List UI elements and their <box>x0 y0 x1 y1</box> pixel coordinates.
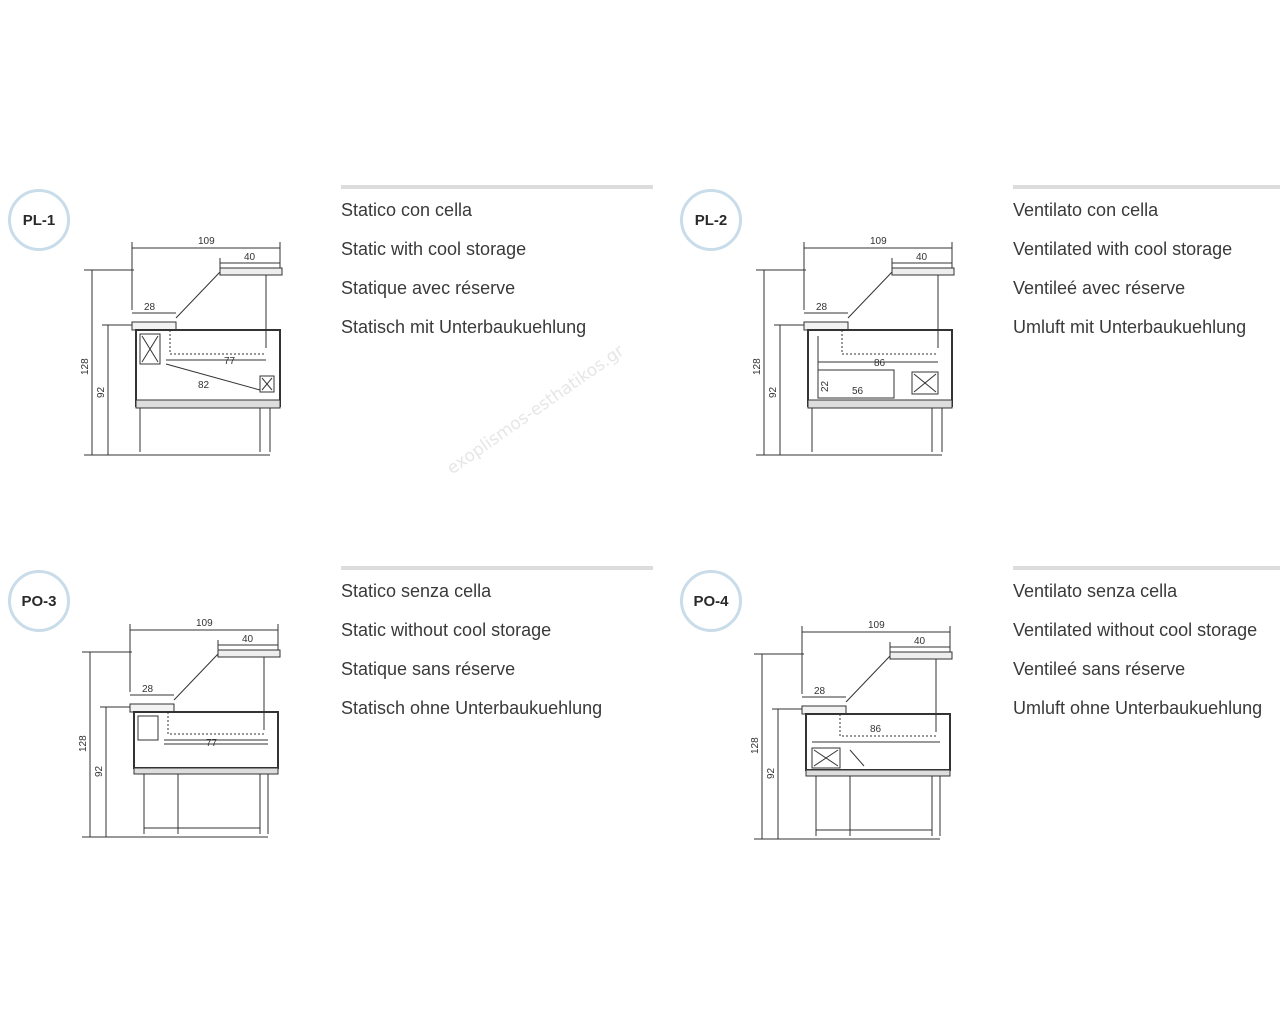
panel-pl1-dim-top: 40 <box>244 252 256 263</box>
panel-pl1-desc-it: Statico con cella <box>341 200 473 220</box>
panel-pl2-dim-height: 128 <box>752 358 763 375</box>
panel-po4-dim-height: 128 <box>750 737 761 754</box>
panel-po4-desc-it: Ventilato senza cella <box>1013 581 1178 601</box>
panel-pl1-code-badge: PL-1 <box>8 189 70 251</box>
panel-po3-desc-en: Static without cool storage <box>341 620 552 640</box>
panel-po3-dim-inner: 77 <box>206 738 218 749</box>
panel-po3-description: Statico senza cella Static without cool … <box>341 566 653 736</box>
panel-pl2-dim-drawer-h: 22 <box>820 380 831 392</box>
panel-pl2-dim-shelf: 28 <box>816 302 828 313</box>
panel-pl2-dim-counter: 92 <box>768 386 779 398</box>
panel-po4-dim-shelf: 28 <box>814 686 826 697</box>
panel-pl2-description: Ventilato con cella Ventilated with cool… <box>1013 185 1280 355</box>
panel-pl1-dim-height: 128 <box>80 358 91 375</box>
panel-pl2-dim-inner: 86 <box>874 358 886 369</box>
panel-pl1-rule <box>341 185 653 189</box>
panel-pl2-section-drawing: 109 40 28 86 56 22 128 92 <box>752 236 955 456</box>
panel-pl1-code: PL-1 <box>22 211 56 229</box>
panel-po3-dim-top: 40 <box>242 634 254 645</box>
panel-po4-desc-en: Ventilated without cool storage <box>1013 620 1258 640</box>
panel-pl2-dim-top: 40 <box>916 252 928 263</box>
panel-pl1-dim-counter: 92 <box>96 386 107 398</box>
panel-pl2-desc-it: Ventilato con cella <box>1013 200 1159 220</box>
panel-po3-dim-shelf: 28 <box>142 684 154 695</box>
panel-po3-section-drawing: 109 40 28 77 128 92 <box>78 618 281 838</box>
panel-pl2-desc-en: Ventilated with cool storage <box>1013 239 1233 259</box>
panel-po3-desc-de: Statisch ohne Unterbaukuehlung <box>341 698 603 718</box>
panel-pl2-rule <box>1013 185 1280 189</box>
panel-po3-dim-counter: 92 <box>94 765 105 777</box>
panel-pl1-description: Statico con cella Static with cool stora… <box>341 185 653 355</box>
panel-pl2-dim-drawer-w: 56 <box>852 386 864 397</box>
panel-po4-dim-width: 109 <box>868 620 885 631</box>
panel-pl1-desc-fr: Statique avec réserve <box>341 278 516 298</box>
panel-po4-dim-counter: 92 <box>766 767 777 779</box>
panel-pl1-dim-base: 82 <box>198 380 210 391</box>
panel-po4-dim-inner: 86 <box>870 724 882 735</box>
panel-pl2-desc-de: Umluft mit Unterbaukuehlung <box>1013 317 1247 337</box>
panel-po4-desc-de: Umluft ohne Unterbaukuehlung <box>1013 698 1263 718</box>
panel-po4-code: PO-4 <box>693 592 729 610</box>
panel-pl2-code: PL-2 <box>694 211 728 229</box>
panel-pl2-desc-fr: Ventileé avec réserve <box>1013 278 1186 298</box>
panel-pl1-section-drawing: 109 40 28 77 82 128 92 <box>80 236 283 456</box>
panel-po3-desc-fr: Statique sans réserve <box>341 659 516 679</box>
panel-po4-dim-top: 40 <box>914 636 926 647</box>
panel-po3-dim-height: 128 <box>78 735 89 752</box>
panel-po3-dim-width: 109 <box>196 618 213 629</box>
panel-po4-code-badge: PO-4 <box>680 570 742 632</box>
panel-po4-rule <box>1013 566 1280 570</box>
panel-po4-desc-fr: Ventileé sans réserve <box>1013 659 1186 679</box>
panel-pl1-desc-en: Static with cool storage <box>341 239 527 259</box>
panel-pl2-code-badge: PL-2 <box>680 189 742 251</box>
panel-pl1-dim-shelf: 28 <box>144 302 156 313</box>
panel-po3-desc-it: Statico senza cella <box>341 581 492 601</box>
watermark-text: exoplismos-esthatikos.gr <box>443 341 629 479</box>
panel-po4-section-drawing: 109 40 28 86 128 92 <box>750 620 953 840</box>
panel-po3-code-badge: PO-3 <box>8 570 70 632</box>
panel-pl2-dim-width: 109 <box>870 236 887 247</box>
panel-po4-description: Ventilato senza cella Ventilated without… <box>1013 566 1280 736</box>
panel-po3-rule <box>341 566 653 570</box>
panel-pl1-dim-inner: 77 <box>224 356 236 367</box>
panel-po3-code: PO-3 <box>21 592 57 610</box>
panel-pl1-desc-de: Statisch mit Unterbaukuehlung <box>341 317 587 337</box>
panel-pl1-dim-width: 109 <box>198 236 215 247</box>
